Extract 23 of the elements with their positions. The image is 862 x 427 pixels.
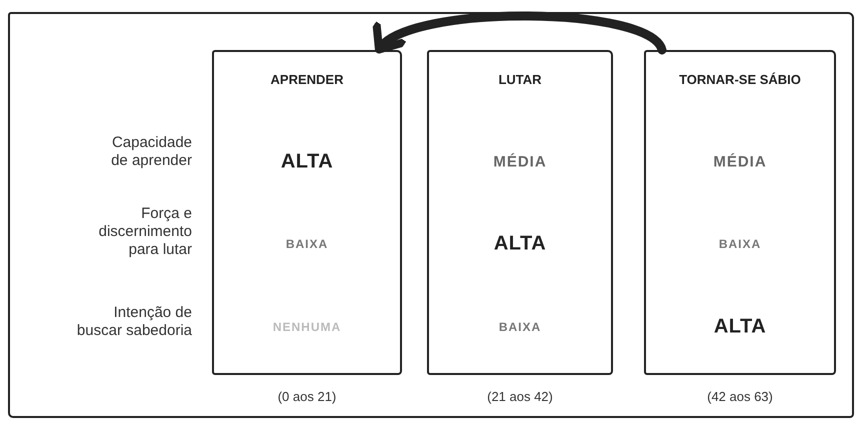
row-label: Intenção de buscar sabedoria: [76, 304, 192, 340]
stage-heading: TORNAR-SE SÁBIO: [678, 72, 802, 87]
level-value: MÉDIA: [492, 154, 548, 170]
row-label: Força e discernimento para lutar: [98, 205, 192, 259]
level-value: BAIXA: [284, 237, 330, 251]
level-value: MÉDIA: [712, 154, 768, 170]
age-range: (0 aos 21): [276, 389, 338, 404]
level-value: BAIXA: [498, 320, 542, 334]
level-value: ALTA: [492, 232, 548, 256]
age-range: (21 aos 42): [486, 389, 554, 404]
stage-heading: LUTAR: [497, 72, 543, 87]
level-value: NENHUMA: [272, 320, 342, 334]
frame-border: [8, 12, 854, 418]
level-value: ALTA: [280, 150, 334, 174]
stage-column: [212, 50, 402, 375]
curved-arrow: [374, 12, 666, 54]
stage-heading: APRENDER: [270, 72, 344, 87]
level-value: ALTA: [712, 316, 768, 338]
level-value: BAIXA: [718, 237, 762, 251]
stage-column: [644, 50, 836, 375]
age-range: (42 aos 63): [706, 389, 774, 404]
row-label: Capacidade de aprender: [110, 134, 192, 170]
stage-column: [427, 50, 613, 375]
